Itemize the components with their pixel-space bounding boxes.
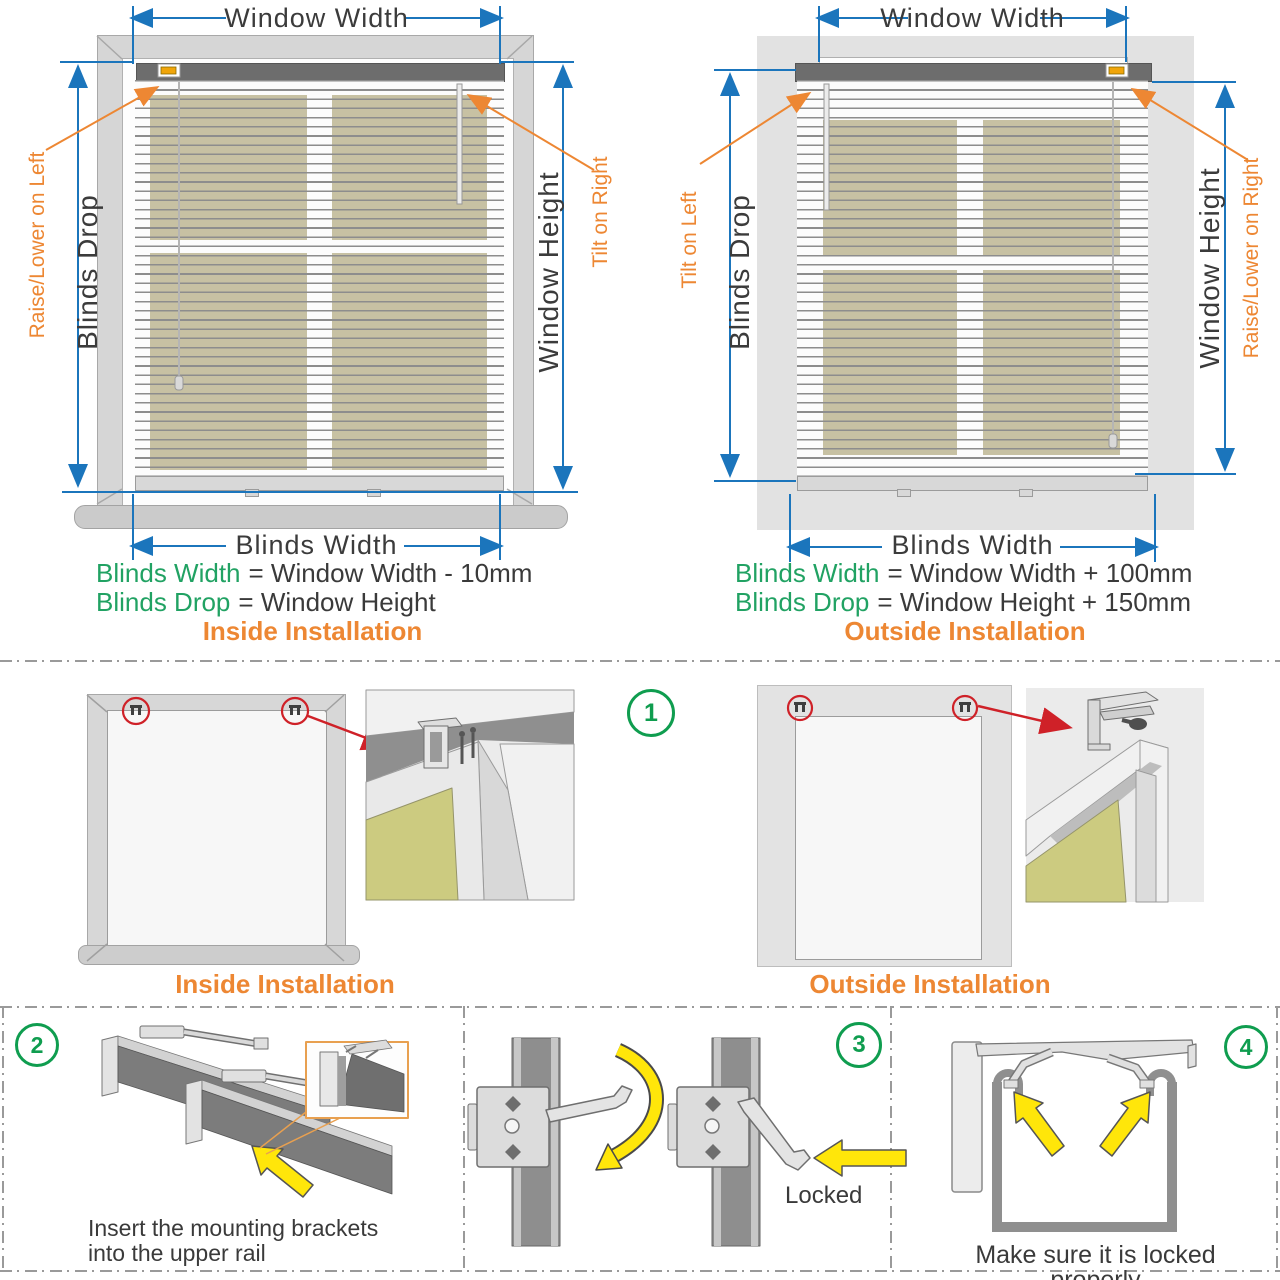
step4-art bbox=[951, 1039, 1197, 1232]
step3-badge: 3 bbox=[836, 1022, 882, 1068]
window-width-label: Window Width bbox=[880, 3, 1065, 33]
bottom-rail-tab bbox=[897, 489, 911, 497]
bottom-rail-tab bbox=[367, 489, 381, 497]
raise-lower-left-label: Raise/Lower on Left bbox=[26, 151, 49, 339]
step2-caption-line2: into the upper rail bbox=[88, 1240, 266, 1266]
step2-art bbox=[101, 1025, 409, 1198]
formula-rest: = Window Width + 100mm bbox=[887, 558, 1193, 588]
side-rail bbox=[511, 1037, 561, 1247]
panel-divider bbox=[1276, 1006, 1278, 1272]
formula-line: Blinds Width= Window Width + 100mm bbox=[735, 559, 1192, 588]
tilt-right-label: Tilt on Right bbox=[589, 156, 612, 268]
outside-formulas: Blinds Width= Window Width + 100mm Blind… bbox=[735, 559, 1192, 617]
panel-divider bbox=[463, 1006, 465, 1272]
yellow-insert-arrow bbox=[251, 1145, 314, 1198]
lock-lever-locked bbox=[737, 1097, 811, 1171]
formula-term: Blinds Width bbox=[96, 558, 241, 588]
slat-lines bbox=[797, 80, 1148, 490]
window-height-label: Window Height bbox=[1194, 167, 1225, 369]
step1-outside-caption: Outside Installation bbox=[809, 969, 1051, 999]
step4-number: 4 bbox=[1239, 1033, 1253, 1060]
tilt-left-label: Tilt on Left bbox=[678, 191, 701, 289]
lock-plate bbox=[676, 1086, 750, 1168]
step2-badge: 2 bbox=[15, 1023, 59, 1067]
venetian-blinds bbox=[135, 80, 504, 497]
section-divider bbox=[0, 1270, 1280, 1272]
yellow-lock-arrow bbox=[813, 1139, 907, 1177]
step2-number: 2 bbox=[30, 1031, 44, 1058]
slat-lines bbox=[135, 80, 504, 490]
panel-divider bbox=[2, 1006, 4, 1272]
mounting-bracket bbox=[139, 1025, 185, 1039]
window-sill bbox=[74, 505, 568, 529]
step1-inside-caption: Inside Installation bbox=[175, 969, 395, 999]
raise-lower-right-label: Raise/Lower on Right bbox=[1240, 157, 1263, 359]
formula-term: Blinds Drop bbox=[96, 587, 231, 617]
bottom-rail-tab bbox=[1019, 489, 1033, 497]
outside-installation-title: Outside Installation bbox=[844, 616, 1086, 646]
lock-lever bbox=[545, 1085, 633, 1123]
formula-rest: = Window Height + 150mm bbox=[877, 587, 1191, 617]
bracket-hook bbox=[1003, 1079, 1019, 1089]
step2-caption: Insert the mounting brackets into the up… bbox=[88, 1216, 378, 1266]
step1-number: 1 bbox=[644, 698, 658, 727]
formula-term: Blinds Drop bbox=[735, 587, 870, 617]
mounting-bracket bbox=[221, 1069, 267, 1083]
window-sash bbox=[107, 710, 327, 947]
inside-formulas: Blinds Width= Window Width - 10mm Blinds… bbox=[96, 559, 532, 617]
section-divider bbox=[0, 1006, 1280, 1008]
blinds-width-label: Blinds Width bbox=[891, 530, 1054, 560]
formula-term: Blinds Width bbox=[735, 558, 880, 588]
step3-number: 3 bbox=[852, 1031, 866, 1058]
bottom-rail-tab bbox=[245, 489, 259, 497]
step4-caption: Make sure it is locked properly bbox=[975, 1241, 1216, 1280]
step4-badge: 4 bbox=[1224, 1025, 1268, 1069]
formula-rest: = Window Height bbox=[238, 587, 436, 617]
window-sill bbox=[78, 945, 360, 965]
step1-inside-closeup bbox=[366, 690, 574, 900]
bracket-hook bbox=[1139, 1079, 1155, 1089]
step2-caption-line1: Insert the mounting brackets bbox=[88, 1215, 379, 1241]
rotate-arrow-head bbox=[595, 1143, 623, 1171]
lock-plate bbox=[476, 1086, 550, 1168]
side-rail bbox=[711, 1037, 761, 1247]
step1-outside-closeup bbox=[1026, 688, 1204, 902]
blinds-width-label: Blinds Width bbox=[235, 530, 398, 560]
blinds-bottom-rail bbox=[135, 476, 504, 491]
blinds-drop-label: Blinds Drop bbox=[724, 194, 755, 350]
step2-inset-box bbox=[305, 1041, 409, 1119]
formula-line: Blinds Drop= Window Height bbox=[96, 588, 532, 617]
rail-curl bbox=[1146, 1069, 1176, 1096]
inside-installation-title: Inside Installation bbox=[202, 616, 423, 646]
window-width-label: Window Width bbox=[224, 3, 409, 33]
formula-rest: = Window Width - 10mm bbox=[248, 558, 533, 588]
step3-art bbox=[467, 1037, 907, 1247]
step1-badge: 1 bbox=[627, 689, 675, 737]
formula-line: Blinds Drop= Window Height + 150mm bbox=[735, 588, 1192, 617]
venetian-blinds bbox=[797, 80, 1148, 497]
window-sash bbox=[795, 716, 982, 960]
blinds-bottom-rail bbox=[797, 476, 1148, 491]
blinds-drop-label: Blinds Drop bbox=[72, 194, 103, 350]
window-height-label: Window Height bbox=[533, 171, 564, 373]
section-divider bbox=[0, 660, 1280, 662]
yellow-check-arrow bbox=[1013, 1091, 1065, 1157]
rail-curl bbox=[993, 1069, 1023, 1096]
yellow-check-arrow bbox=[1099, 1091, 1151, 1157]
locked-label: Locked bbox=[785, 1182, 863, 1209]
bracket-top bbox=[975, 1039, 1195, 1061]
panel-divider bbox=[890, 1006, 892, 1272]
formula-line: Blinds Width= Window Width - 10mm bbox=[96, 559, 532, 588]
